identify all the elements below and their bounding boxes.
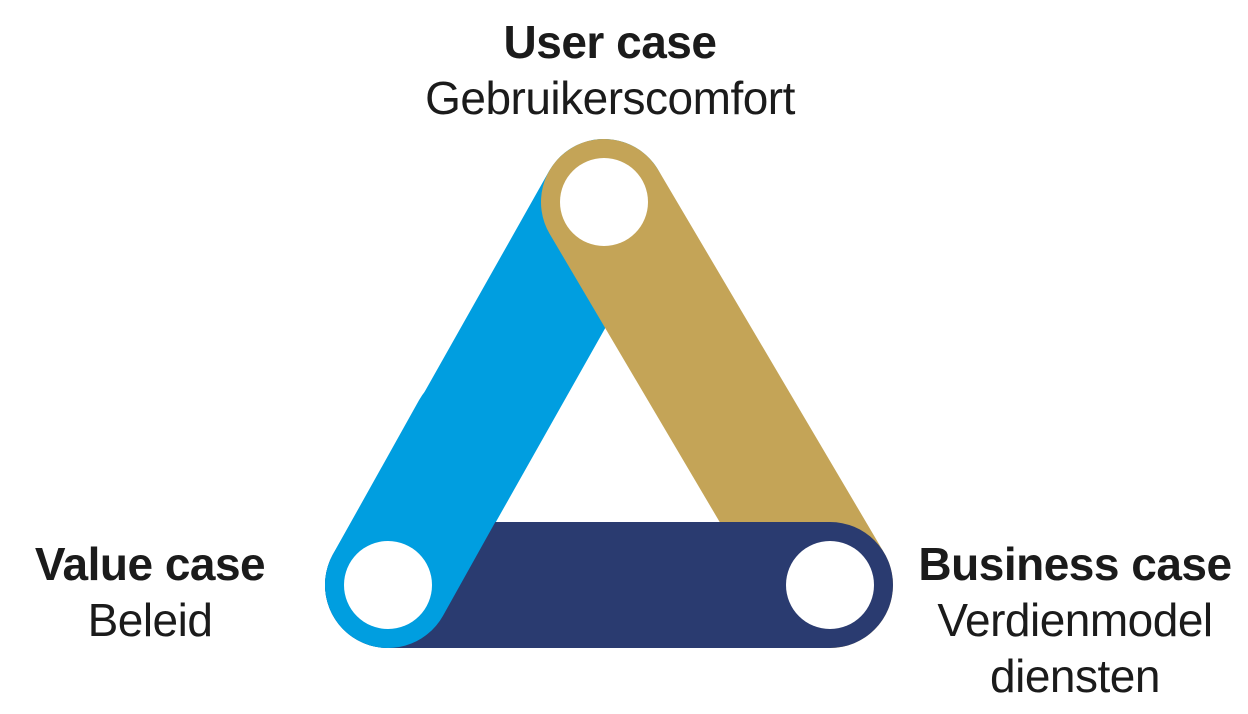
user-case-subtitle: Gebruikerscomfort (425, 72, 795, 124)
business-case-subtitle: Verdienmodel (937, 594, 1213, 646)
value-case-hole (344, 541, 432, 629)
business-case-hole (786, 541, 874, 629)
value-case-subtitle: Beleid (87, 594, 213, 646)
business-case-subtitle-line2: diensten (990, 650, 1160, 702)
node-label-user-case: User case Gebruikerscomfort (425, 14, 795, 126)
node-label-value-case: Value case Beleid (34, 536, 266, 648)
business-case-title: Business case (918, 538, 1232, 590)
gold-bar-user-to-business (541, 139, 893, 648)
user-case-hole (560, 158, 648, 246)
value-case-title: Value case (34, 538, 266, 590)
node-label-business-case: Business case Verdienmodel diensten (918, 536, 1232, 704)
user-case-title: User case (503, 16, 717, 68)
